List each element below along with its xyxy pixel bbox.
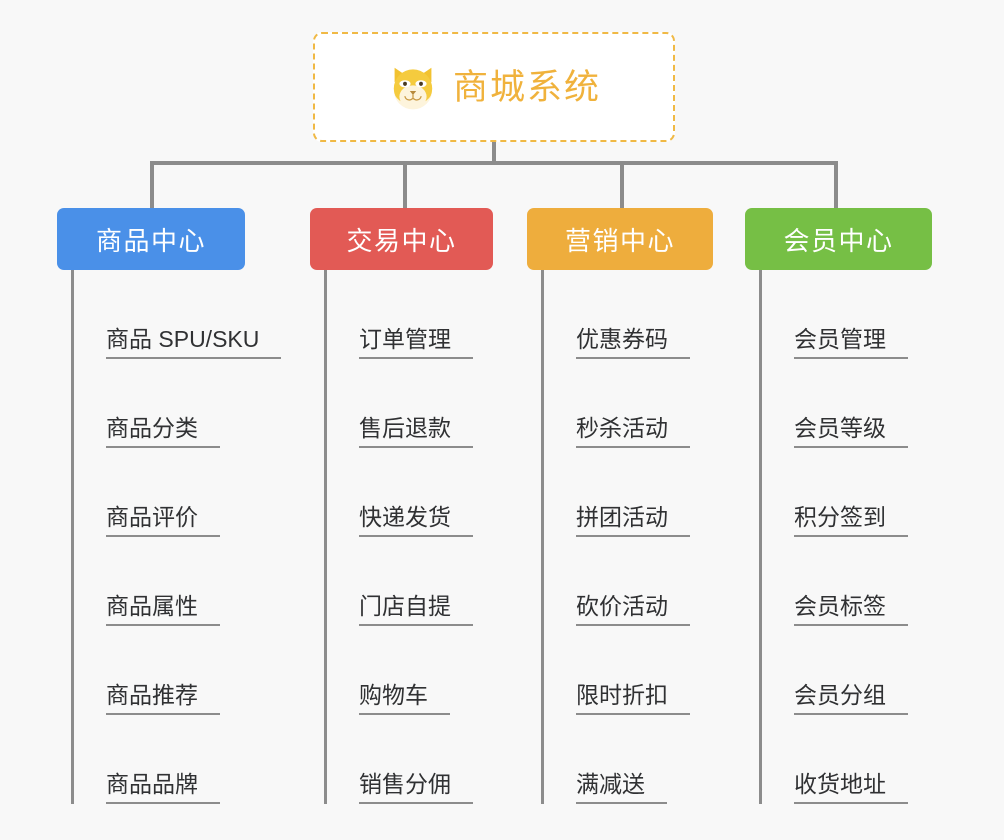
list-item[interactable]: 快递发货 bbox=[327, 448, 493, 537]
list-item-label: 商品属性 bbox=[106, 593, 220, 626]
list-item-label: 会员分组 bbox=[794, 682, 908, 715]
list-item-label: 拼团活动 bbox=[576, 504, 690, 537]
list-item-label: 门店自提 bbox=[359, 593, 473, 626]
branch-header-2[interactable]: 交易中心 bbox=[310, 208, 493, 270]
branch-header-label-3: 营销中心 bbox=[564, 225, 675, 256]
list-item[interactable]: 秒杀活动 bbox=[544, 359, 713, 448]
list-item[interactable]: 商品推荐 bbox=[74, 626, 245, 715]
list-item[interactable]: 商品属性 bbox=[74, 537, 245, 626]
branch-column-4: 会员中心 会员管理 会员等级 积分签到 会员标签 会员分组 收货地址 bbox=[745, 208, 932, 804]
branch-header-label-1: 商品中心 bbox=[95, 225, 206, 256]
root-title: 商城系统 bbox=[452, 67, 601, 107]
branch-item-list-4: 会员管理 会员等级 积分签到 会员标签 会员分组 收货地址 bbox=[759, 270, 932, 804]
list-item-label: 购物车 bbox=[359, 682, 450, 715]
branch-header-label-4: 会员中心 bbox=[783, 225, 894, 256]
list-item-label: 销售分佣 bbox=[359, 771, 473, 804]
list-item[interactable]: 积分签到 bbox=[762, 448, 932, 537]
list-item-label: 会员管理 bbox=[794, 326, 908, 359]
list-item[interactable]: 门店自提 bbox=[327, 537, 493, 626]
list-item[interactable]: 销售分佣 bbox=[327, 715, 493, 804]
list-item-label: 商品 SPU/SKU bbox=[106, 326, 282, 359]
list-item[interactable]: 拼团活动 bbox=[544, 448, 713, 537]
root-node[interactable]: 商城系统 bbox=[313, 32, 675, 142]
list-item-label: 秒杀活动 bbox=[576, 415, 690, 448]
branch-header-1[interactable]: 商品中心 bbox=[57, 208, 245, 270]
branch-header-4[interactable]: 会员中心 bbox=[745, 208, 932, 270]
list-item[interactable]: 订单管理 bbox=[327, 270, 493, 359]
shiba-dog-face-icon bbox=[393, 67, 433, 110]
list-item-label: 订单管理 bbox=[359, 326, 473, 359]
list-item[interactable]: 商品分类 bbox=[74, 359, 245, 448]
list-item[interactable]: 会员标签 bbox=[762, 537, 932, 626]
list-item-label: 售后退款 bbox=[359, 415, 473, 448]
list-item[interactable]: 会员分组 bbox=[762, 626, 932, 715]
list-item[interactable]: 购物车 bbox=[327, 626, 493, 715]
connector-stub bbox=[492, 142, 496, 164]
connector-drop-4 bbox=[834, 161, 838, 208]
list-item-label: 限时折扣 bbox=[576, 682, 690, 715]
branch-item-list-1: 商品 SPU/SKU 商品分类 商品评价 商品属性 商品推荐 商品品牌 bbox=[71, 270, 282, 804]
list-item[interactable]: 会员管理 bbox=[762, 270, 932, 359]
branch-column-2: 交易中心 订单管理 售后退款 快递发货 门店自提 购物车 销售分佣 bbox=[310, 208, 493, 804]
list-item[interactable]: 商品评价 bbox=[74, 448, 245, 537]
list-item[interactable]: 优惠券码 bbox=[544, 270, 713, 359]
list-item-label: 积分签到 bbox=[794, 504, 908, 537]
list-item[interactable]: 砍价活动 bbox=[544, 537, 713, 626]
list-item[interactable]: 限时折扣 bbox=[544, 626, 713, 715]
branch-header-3[interactable]: 营销中心 bbox=[527, 208, 713, 270]
branch-column-1: 商品中心 商品 SPU/SKU 商品分类 商品评价 商品属性 商品推荐 商品品牌 bbox=[57, 208, 282, 804]
list-item[interactable]: 商品品牌 bbox=[74, 715, 245, 804]
list-item-label: 商品评价 bbox=[106, 504, 220, 537]
connector-drop-2 bbox=[403, 161, 407, 208]
branch-item-list-3: 优惠券码 秒杀活动 拼团活动 砍价活动 限时折扣 满减送 bbox=[541, 270, 713, 804]
list-item[interactable]: 收货地址 bbox=[762, 715, 932, 804]
list-item-label: 商品推荐 bbox=[106, 682, 220, 715]
branch-column-3: 营销中心 优惠券码 秒杀活动 拼团活动 砍价活动 限时折扣 满减送 bbox=[527, 208, 713, 804]
list-item-label: 商品分类 bbox=[106, 415, 220, 448]
list-item-label: 会员等级 bbox=[794, 415, 908, 448]
list-item-label: 满减送 bbox=[576, 771, 667, 804]
list-item[interactable]: 商品 SPU/SKU bbox=[74, 270, 282, 359]
connector-drop-1 bbox=[150, 161, 154, 208]
list-item-label: 商品品牌 bbox=[106, 771, 220, 804]
list-item-label: 优惠券码 bbox=[576, 326, 690, 359]
list-item-label: 砍价活动 bbox=[576, 593, 690, 626]
list-item-label: 会员标签 bbox=[794, 593, 908, 626]
list-item[interactable]: 售后退款 bbox=[327, 359, 493, 448]
list-item[interactable]: 会员等级 bbox=[762, 359, 932, 448]
list-item[interactable]: 满减送 bbox=[544, 715, 713, 804]
branch-item-list-2: 订单管理 售后退款 快递发货 门店自提 购物车 销售分佣 bbox=[324, 270, 493, 804]
branch-header-label-2: 交易中心 bbox=[346, 225, 457, 256]
connector-drop-3 bbox=[620, 161, 624, 208]
connector-bus bbox=[150, 161, 838, 165]
list-item-label: 快递发货 bbox=[359, 504, 473, 537]
list-item-label: 收货地址 bbox=[794, 771, 908, 804]
